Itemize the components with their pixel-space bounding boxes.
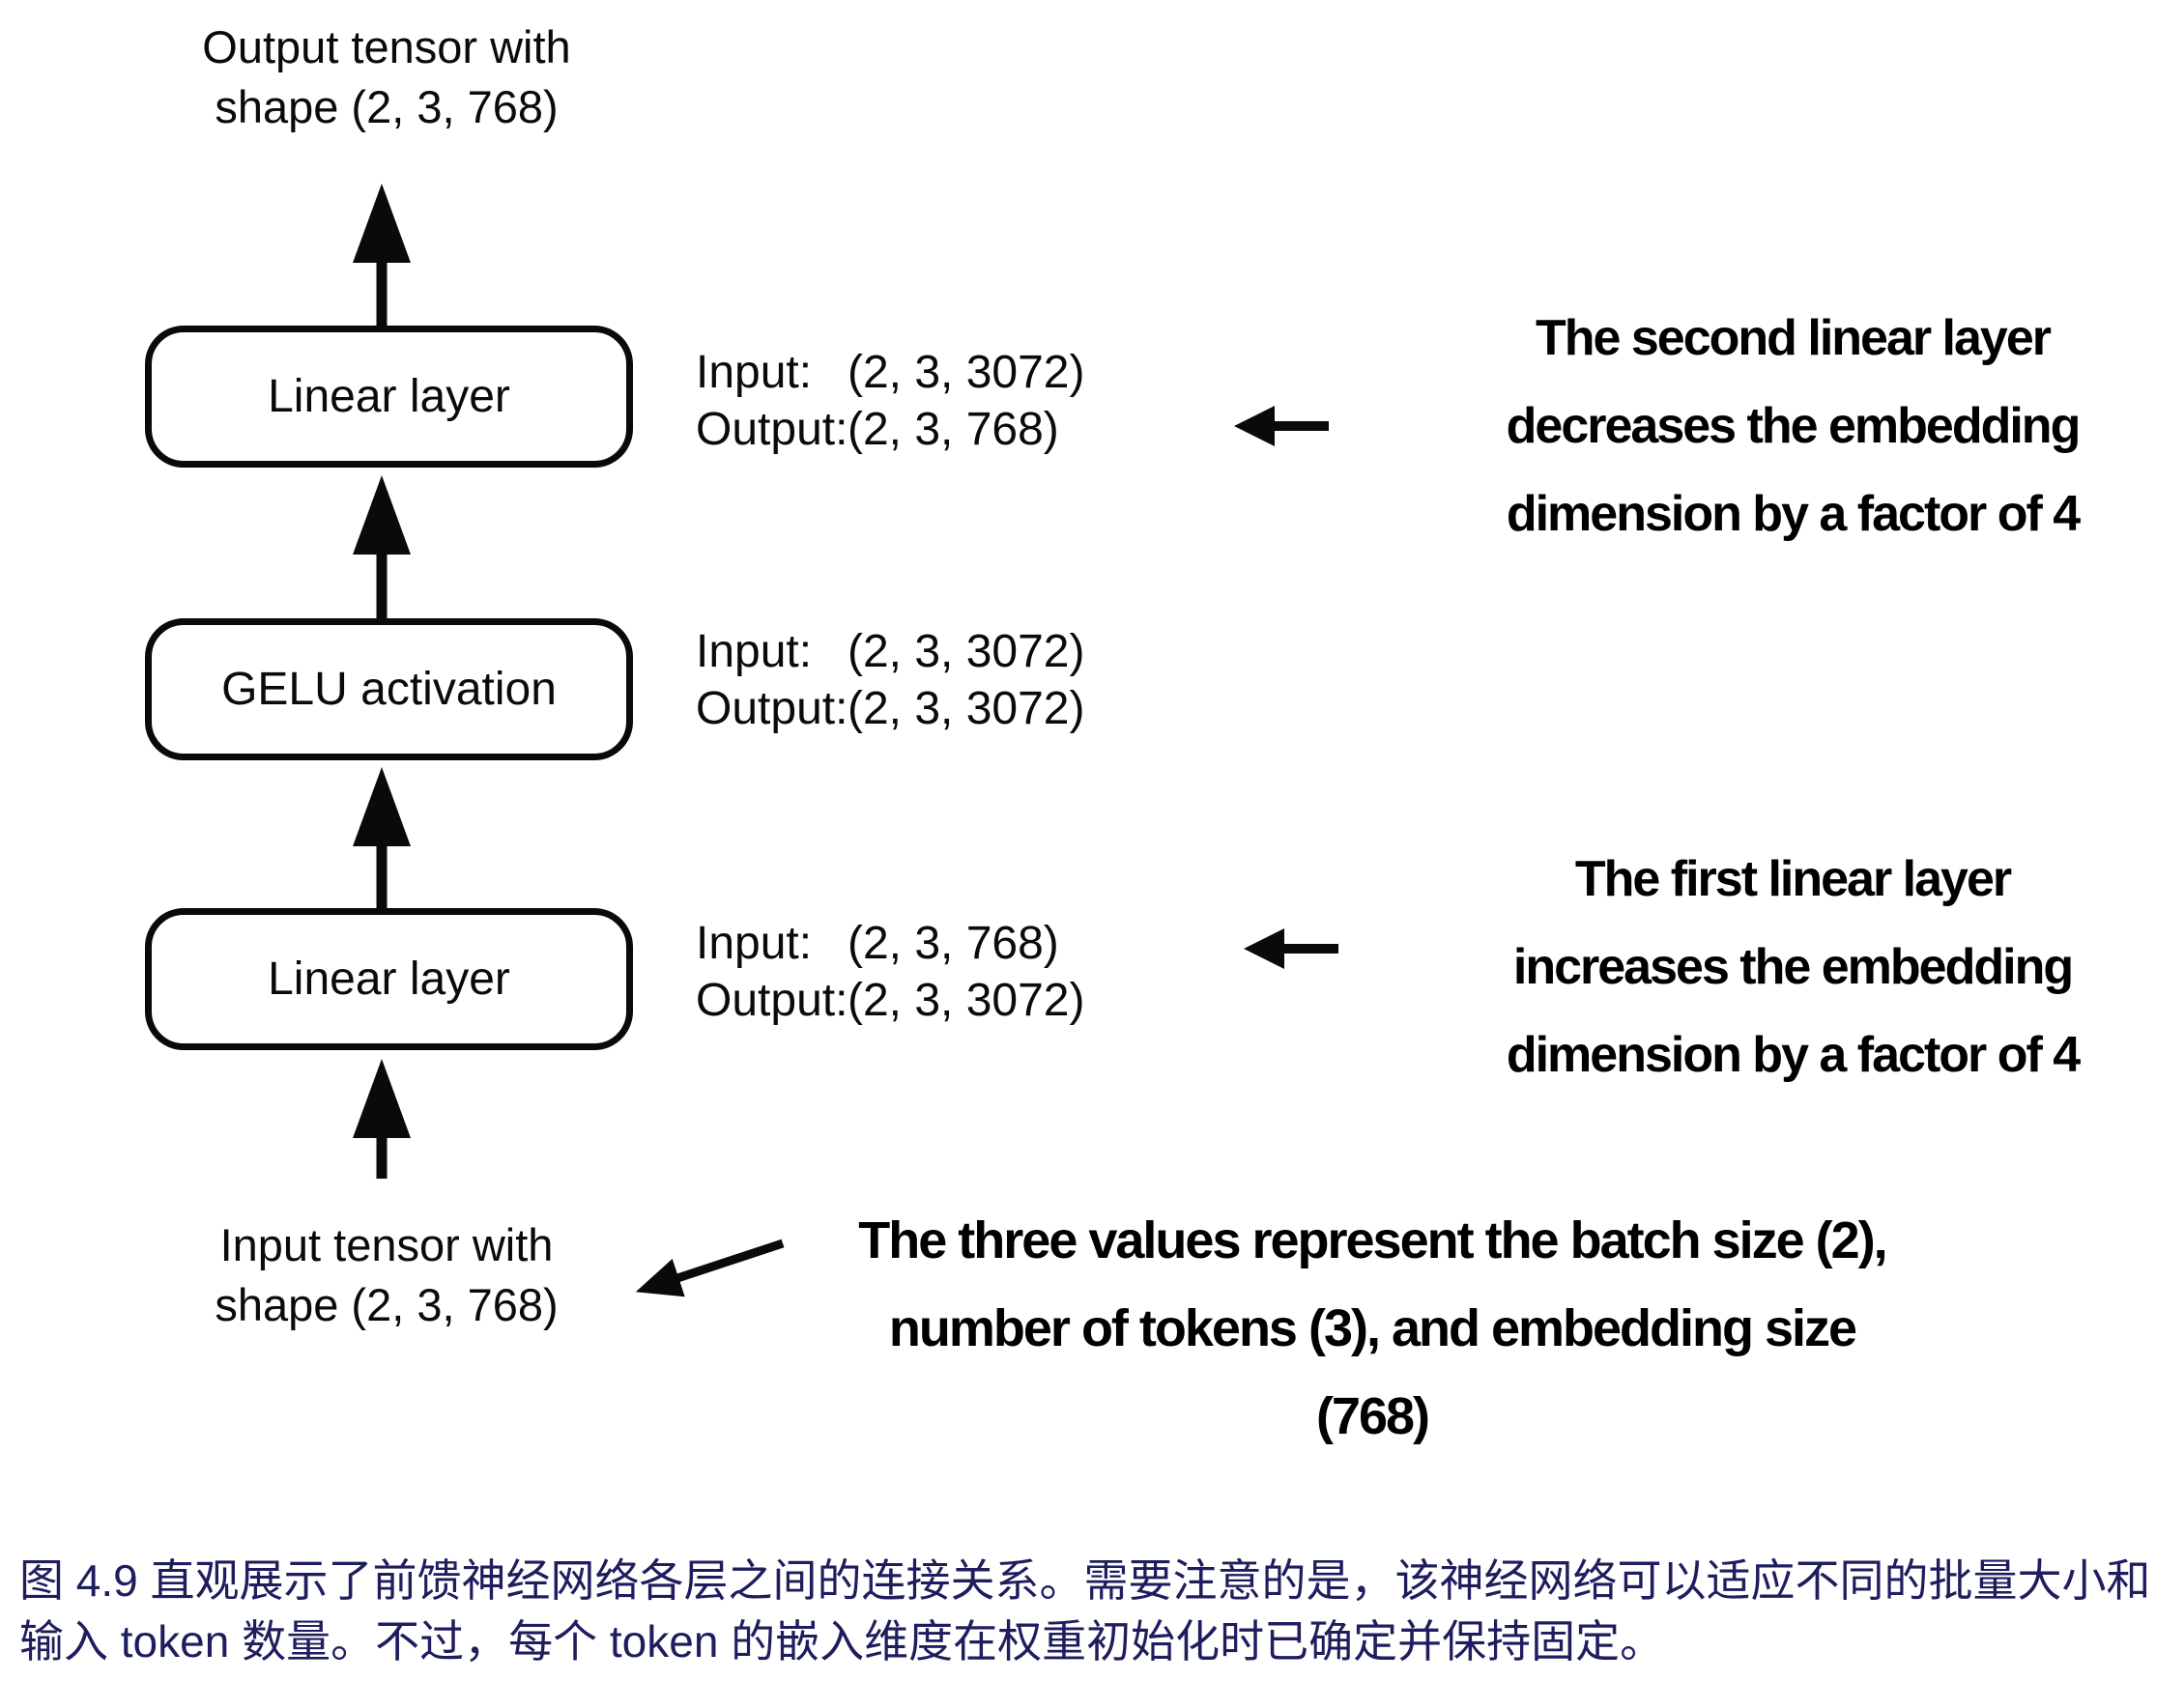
- io-block-first-linear: Input: (2, 3, 768) Output: (2, 3, 3072): [696, 915, 1084, 1029]
- annotation-line: increases the embedding: [1512, 939, 2074, 995]
- annotation-line: number of tokens (3), and embedding size: [888, 1299, 1857, 1357]
- io-input-value: (2, 3, 3072): [848, 626, 1085, 677]
- io-block-gelu: Input: (2, 3, 3072) Output: (2, 3, 3072): [696, 623, 1084, 737]
- io-output-label: Output:: [696, 683, 848, 734]
- io-output-label: Output:: [696, 975, 848, 1026]
- io-output-label: Output:: [696, 404, 848, 455]
- annotation-line: dimension by a factor of 4: [1506, 1027, 2081, 1083]
- linear-layer-box-bottom: Linear layer: [145, 908, 633, 1050]
- linear-layer-box-top: Linear layer: [145, 326, 633, 468]
- io-input-label: Input:: [696, 347, 813, 398]
- input-tensor-label-line1: Input tensor with: [219, 1219, 554, 1270]
- io-input-label: Input:: [696, 918, 813, 969]
- io-output-value: (2, 3, 768): [848, 404, 1059, 455]
- gelu-activation-box-label: GELU activation: [221, 664, 557, 715]
- arrow-up-icon: [353, 184, 411, 327]
- figure-caption: 图 4.9 直观展示了前馈神经网络各层之间的连接关系。需要注意的是，该神经网络可…: [19, 1551, 2174, 1672]
- output-tensor-label-line1: Output tensor with: [202, 21, 571, 72]
- annotation-line: The three values represent the batch siz…: [858, 1211, 1887, 1269]
- input-tensor-label-line2: shape (2, 3, 768): [215, 1279, 559, 1330]
- annotation-line: (768): [1315, 1387, 1430, 1445]
- annotation-first-linear: The first linear layer increases the emb…: [1450, 836, 2136, 1099]
- arrow-up-icon: [353, 1059, 411, 1179]
- annotation-second-linear: The second linear layer decreases the em…: [1450, 295, 2136, 558]
- io-input-value: (2, 3, 768): [848, 918, 1059, 969]
- arrow-up-icon: [353, 767, 411, 908]
- arrow-up-icon: [353, 475, 411, 618]
- io-input-label: Input:: [696, 626, 813, 677]
- annotation-line: The second linear layer: [1535, 310, 2052, 366]
- figure-caption-line2: 输入 token 数量。不过，每个 token 的嵌入维度在权重初始化时已确定并…: [19, 1616, 1665, 1667]
- io-output-value: (2, 3, 3072): [848, 683, 1085, 734]
- arrow-left-icon: [1244, 928, 1338, 969]
- arrow-down-left-icon: [635, 1239, 785, 1297]
- arrow-left-icon: [1234, 406, 1329, 446]
- annotation-line: The first linear layer: [1574, 851, 2012, 907]
- figure-caption-line1: 图 4.9 直观展示了前馈神经网络各层之间的连接关系。需要注意的是，该神经网络可…: [19, 1555, 2151, 1606]
- output-tensor-label: Output tensor with shape (2, 3, 768): [145, 17, 628, 137]
- linear-layer-box-top-label: Linear layer: [268, 371, 510, 422]
- output-tensor-label-line2: shape (2, 3, 768): [215, 81, 559, 132]
- annotation-line: dimension by a factor of 4: [1506, 486, 2081, 542]
- io-input-value: (2, 3, 3072): [848, 347, 1085, 398]
- annotation-line: decreases the embedding: [1506, 398, 2082, 454]
- annotation-three-values: The three values represent the batch siz…: [792, 1197, 1952, 1461]
- io-output-value: (2, 3, 3072): [848, 975, 1085, 1026]
- gelu-activation-box: GELU activation: [145, 618, 633, 760]
- io-block-second-linear: Input: (2, 3, 3072) Output: (2, 3, 768): [696, 344, 1084, 458]
- linear-layer-box-bottom-label: Linear layer: [268, 954, 510, 1005]
- input-tensor-label: Input tensor with shape (2, 3, 768): [145, 1215, 628, 1335]
